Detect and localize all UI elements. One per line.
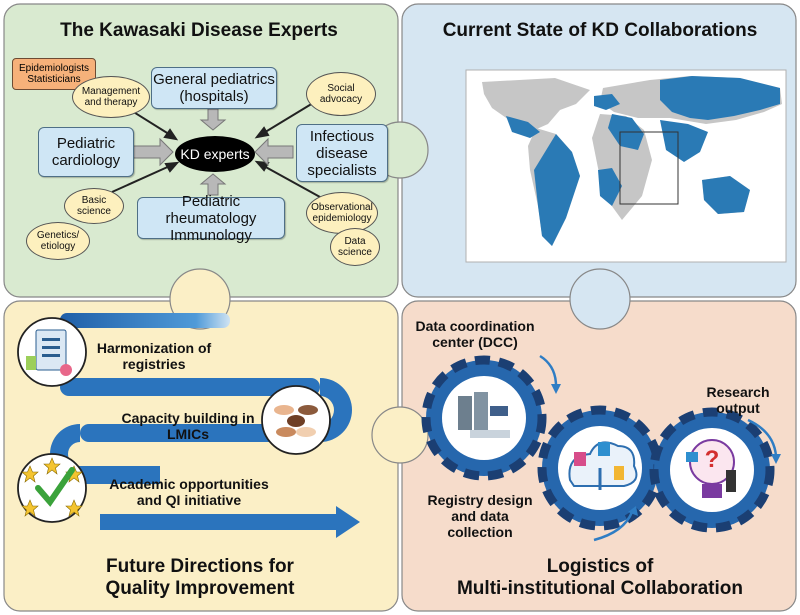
- experts-title: The Kawasaki Disease Experts: [60, 20, 338, 41]
- kd-experts-center: KD experts: [175, 136, 255, 172]
- label-capacity-building: Capacity building in LMICs: [121, 410, 255, 442]
- hands-together-icon: [261, 385, 331, 455]
- arrow-down: [199, 108, 227, 131]
- box-rheumatology: Pediatric rheumatology Immunology: [137, 193, 285, 244]
- map-highlight-box: [619, 131, 679, 205]
- box-general-pediatrics: General pediatrics (hospitals): [151, 67, 277, 109]
- box-pediatric-cardiology: Pediatric cardiology: [38, 127, 134, 177]
- world-map-collaborations: [506, 76, 780, 246]
- oval-basic-science: Basic science: [64, 188, 124, 224]
- oval-management: Management and therapy: [72, 76, 150, 118]
- progress-arrow-head: [336, 506, 360, 538]
- registry-icon: [17, 317, 87, 387]
- label-research-output: Research output: [706, 384, 770, 416]
- logistics-title-line2: Multi-institutional Collaboration: [456, 578, 744, 599]
- arrow-right: [132, 137, 174, 167]
- oval-social-advocacy: Social advocacy: [306, 72, 376, 116]
- oval-data-science: Data science: [330, 228, 380, 266]
- logistics-title-line1: Logistics of: [546, 556, 654, 577]
- question-mark-icon: ?: [704, 446, 720, 473]
- label-academic-opportunities: Academic opportunities and QI initiative: [109, 476, 269, 508]
- oval-genetics-etiology: Genetics/ etiology: [26, 222, 90, 260]
- collaborations-title: Current State of KD Collaborations: [442, 20, 758, 41]
- gear-dcc: [421, 355, 547, 481]
- future-title-line2: Quality Improvement: [105, 578, 295, 599]
- arrow-up: [199, 173, 227, 196]
- label-harmonization: Harmonization of registries: [96, 340, 212, 372]
- arrow-left: [254, 137, 294, 167]
- label-registry-design: Registry design and data collection: [427, 492, 533, 540]
- gear-registry: [537, 405, 663, 531]
- label-dcc: Data coordination center (DCC): [415, 318, 535, 350]
- future-flow-bars: [50, 313, 360, 538]
- oval-observational-epidemiology: Observational epidemiology: [306, 192, 378, 234]
- future-title-line1: Future Directions for: [106, 556, 294, 577]
- box-infectious-disease: Infectious disease specialists: [296, 124, 388, 182]
- stars-checkmark-icon: [17, 453, 87, 523]
- gear-research: [649, 407, 775, 533]
